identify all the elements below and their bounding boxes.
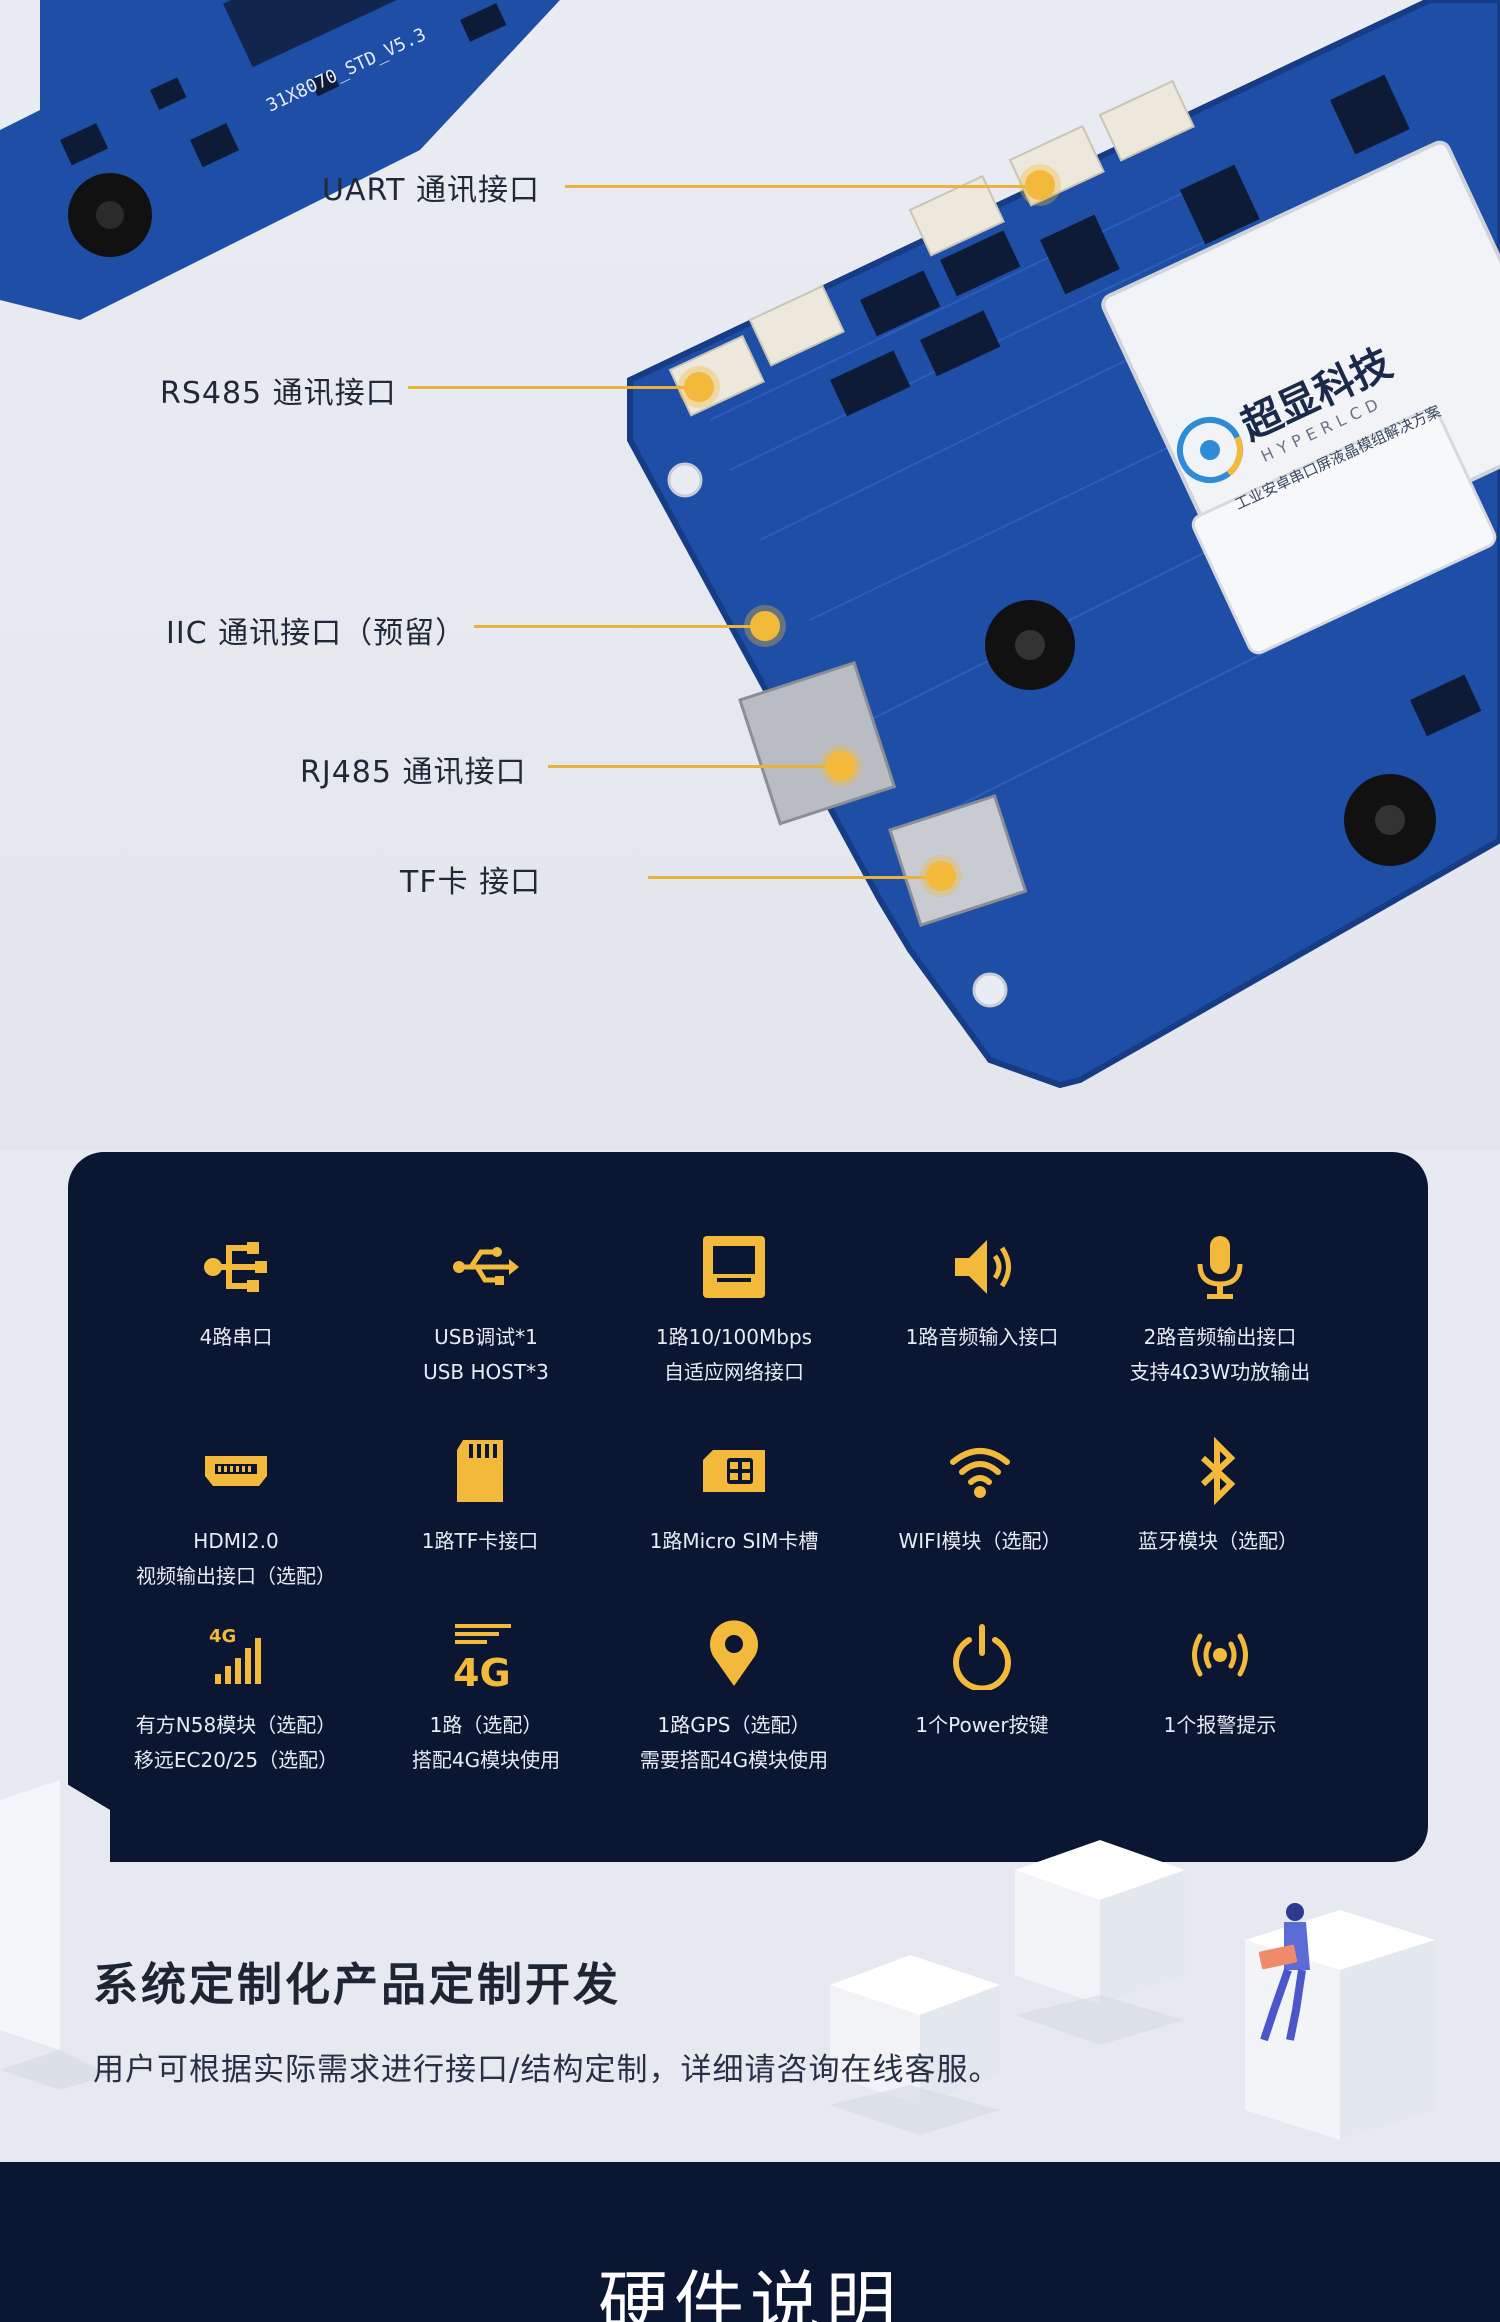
- feature-audio-out-line2: 支持4Ω3W功放输出: [1129, 1360, 1311, 1384]
- feature-bluetooth-line1: 蓝牙模块（选配）: [1138, 1529, 1298, 1553]
- feature-alarm-line1: 1个报警提示: [1163, 1713, 1277, 1737]
- feature-4g-module: 4G 有方N58模块（选配） 移远EC20/25（选配）: [116, 1620, 356, 1778]
- hdmi-icon: [116, 1436, 356, 1506]
- feature-4g: 4G 1路（选配） 搭配4G模块使用: [366, 1620, 606, 1778]
- alarm-icon: [1100, 1620, 1340, 1690]
- feature-audio-in: 1路音频输入接口: [862, 1232, 1102, 1355]
- rj485-line: [548, 765, 844, 768]
- cube-right-top: [1015, 1840, 1185, 2045]
- footer-band: [0, 2162, 1500, 2322]
- feature-tf-line1: 1路TF卡接口: [421, 1529, 539, 1553]
- rs485-dot: [684, 372, 714, 402]
- speaker-icon: [862, 1232, 1102, 1302]
- signal-4g-icon: 4G: [116, 1620, 356, 1690]
- feature-audio-out-line1: 2路音频输出接口: [1143, 1325, 1297, 1349]
- sd-card-icon: [360, 1436, 600, 1506]
- microphone-icon: [1100, 1232, 1340, 1302]
- feature-4g-module-line2: 移远EC20/25（选配）: [133, 1748, 339, 1772]
- feature-4g-line2: 搭配4G模块使用: [411, 1748, 561, 1772]
- feature-power: 1个Power按键: [862, 1620, 1102, 1743]
- signal-4g-text: 4G: [209, 1626, 236, 1647]
- feature-sim-line1: 1路Micro SIM卡槽: [649, 1529, 819, 1553]
- feature-network-line1: 1路10/100Mbps: [655, 1325, 813, 1349]
- custom-dev-text: 用户可根据实际需求进行接口/结构定制，详细请咨询在线客服。: [93, 2052, 1001, 2088]
- feature-hdmi-line1: HDMI2.0: [193, 1529, 279, 1553]
- feature-usb-line1: USB调试*1: [434, 1325, 538, 1349]
- cube-middle: [830, 1955, 1000, 2135]
- feature-alarm: 1个报警提示: [1100, 1620, 1340, 1743]
- tf-line: [648, 876, 940, 879]
- sim-card-icon: [614, 1436, 854, 1506]
- feature-gps-line2: 需要搭配4G模块使用: [639, 1748, 829, 1772]
- tf-label: TF卡 接口: [400, 865, 542, 900]
- cube-left: [0, 1780, 110, 2090]
- uart-dot: [1025, 170, 1055, 200]
- feature-4g-line1: 1路（选配）: [429, 1713, 543, 1737]
- feature-tf: 1路TF卡接口: [360, 1436, 600, 1559]
- feature-serial-line1: 4路串口: [199, 1325, 273, 1349]
- bluetooth-icon: [1098, 1436, 1338, 1506]
- location-pin-icon: [614, 1620, 854, 1690]
- feature-hdmi-line2: 视频输出接口（选配）: [136, 1564, 336, 1588]
- hardware-section-title: 硬件说明: [598, 2263, 902, 2322]
- person-with-laptop-illustration: [1258, 1903, 1310, 2042]
- uart-line: [565, 185, 1043, 188]
- feature-audio-out: 2路音频输出接口 支持4Ω3W功放输出: [1100, 1232, 1340, 1390]
- rj485-label: RJ485 通讯接口: [300, 755, 527, 790]
- wifi-icon: [860, 1436, 1100, 1506]
- feature-usb: USB调试*1 USB HOST*3: [366, 1232, 606, 1390]
- iic-label: IIC 通讯接口（预留）: [166, 616, 467, 651]
- feature-bluetooth: 蓝牙模块（选配）: [1098, 1436, 1338, 1559]
- custom-dev-title: 系统定制化产品定制开发: [93, 1958, 622, 2011]
- iic-dot: [750, 611, 780, 641]
- serial-port-icon: [116, 1232, 356, 1302]
- rj485-dot: [826, 751, 856, 781]
- feature-network-line2: 自适应网络接口: [664, 1360, 804, 1384]
- feature-gps: 1路GPS（选配） 需要搭配4G模块使用: [614, 1620, 854, 1778]
- feature-serial: 4路串口: [116, 1232, 356, 1355]
- feature-wifi-line1: WIFI模块（选配）: [898, 1529, 1062, 1553]
- network-port-icon: [614, 1232, 854, 1302]
- uart-label: UART 通讯接口: [322, 173, 541, 208]
- feature-audio-in-line1: 1路音频输入接口: [905, 1325, 1059, 1349]
- rs485-label: RS485 通讯接口: [160, 376, 397, 411]
- usb-icon: [366, 1232, 606, 1302]
- pcb-board-main: 超显科技 HYPERLCD 工业安卓串口屏液晶模组解决方案: [627, 0, 1500, 1089]
- iic-line: [474, 625, 764, 628]
- 4g-icon: 4G: [366, 1620, 606, 1695]
- feature-power-line1: 1个Power按键: [915, 1713, 1049, 1737]
- rs485-line: [408, 386, 698, 389]
- feature-wifi: WIFI模块（选配）: [860, 1436, 1100, 1559]
- tf-dot: [926, 861, 956, 891]
- feature-network: 1路10/100Mbps 自适应网络接口: [614, 1232, 854, 1390]
- feature-sim: 1路Micro SIM卡槽: [614, 1436, 854, 1559]
- feature-gps-line1: 1路GPS（选配）: [657, 1713, 811, 1737]
- feature-usb-line2: USB HOST*3: [423, 1360, 549, 1384]
- big-4g-text: 4G: [453, 1651, 511, 1690]
- power-icon: [862, 1620, 1102, 1692]
- feature-4g-module-line1: 有方N58模块（选配）: [135, 1713, 337, 1737]
- pcb-board-top-left: 31X8070_STD_V5.3: [0, 0, 560, 320]
- feature-hdmi: HDMI2.0 视频输出接口（选配）: [116, 1436, 356, 1594]
